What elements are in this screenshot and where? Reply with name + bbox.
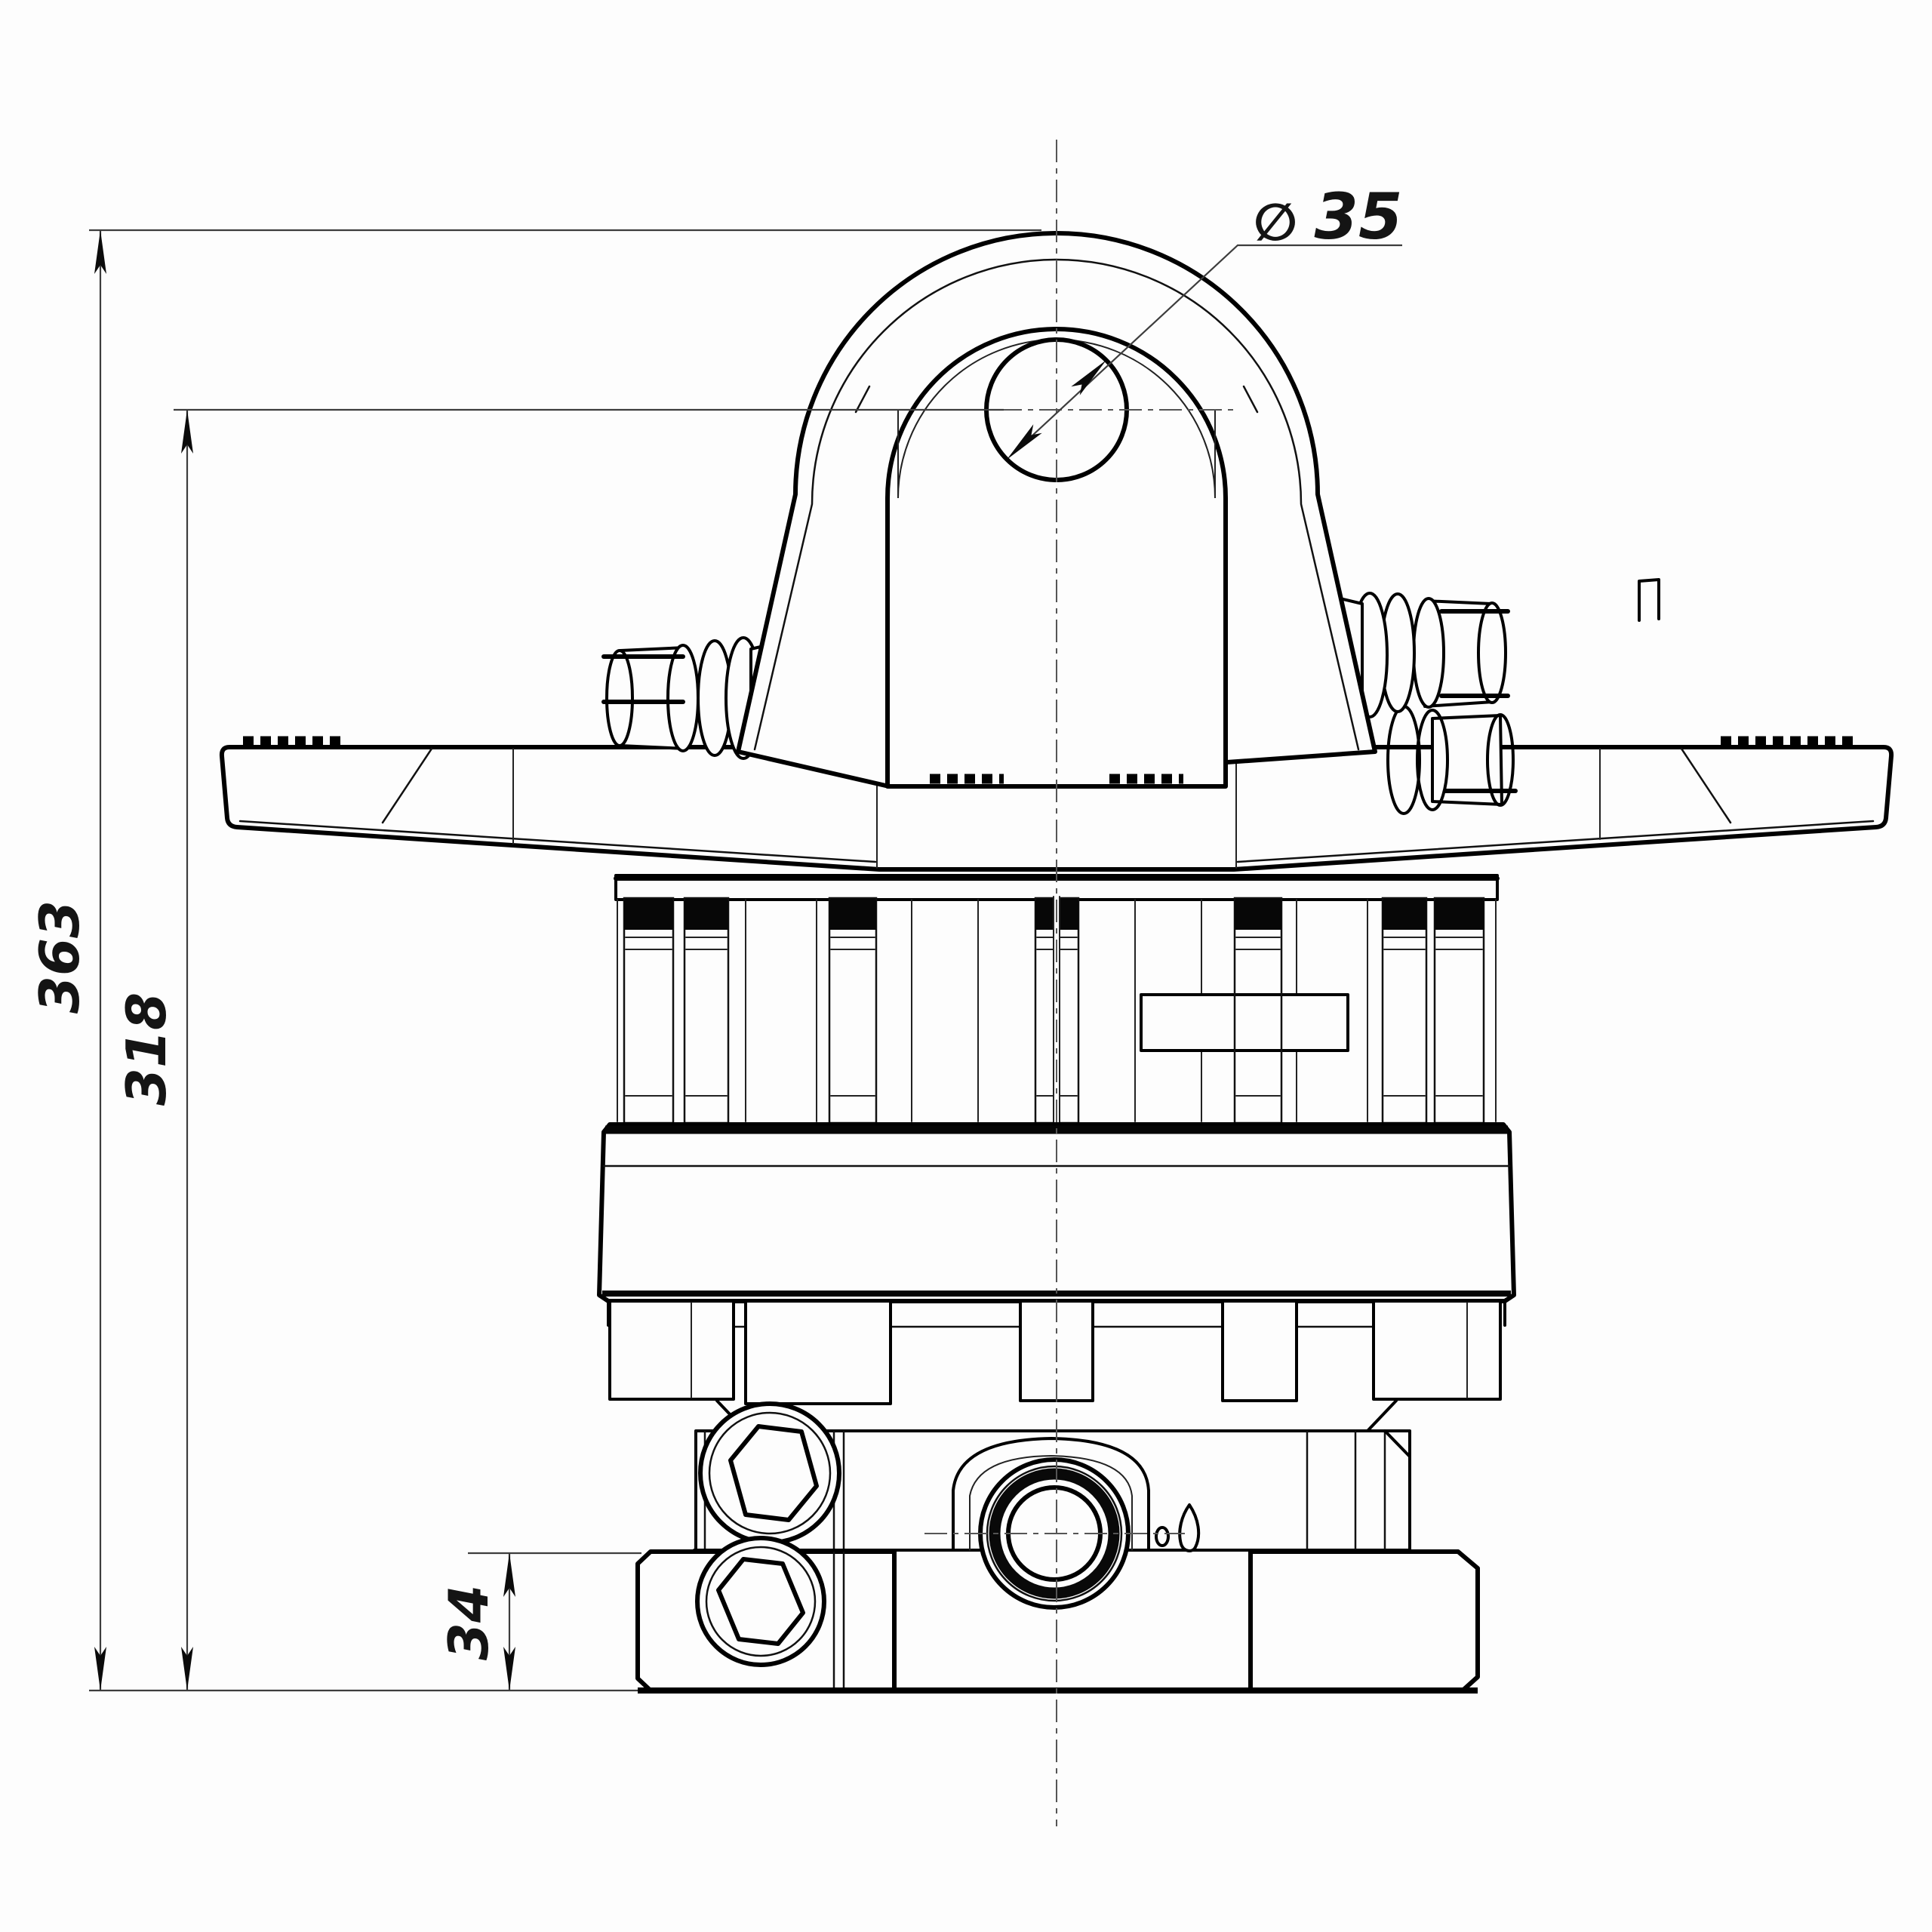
fitting-ring bbox=[1412, 597, 1445, 709]
fitting-cap bbox=[1486, 713, 1515, 807]
diameter-value-35: 35 bbox=[1315, 180, 1403, 254]
foot-right bbox=[1248, 1549, 1480, 1693]
fitting-ring bbox=[666, 644, 700, 752]
arrowhead-lower-left bbox=[1007, 424, 1042, 460]
stud bbox=[1233, 897, 1283, 1124]
arm-underside-line-left bbox=[238, 820, 877, 863]
arrowhead-upper-right bbox=[1071, 360, 1106, 395]
lower-housing bbox=[635, 1399, 1480, 1694]
fitting-cap bbox=[1477, 601, 1507, 704]
housing-right-edge bbox=[1383, 1429, 1411, 1550]
dimension-label-318: 318 bbox=[115, 992, 178, 1106]
hydraulic-fitting-right-upper bbox=[1313, 578, 1660, 718]
shackle-tick-right bbox=[1242, 385, 1259, 414]
arrowhead-up bbox=[181, 410, 193, 454]
arrowhead-down bbox=[503, 1647, 515, 1690]
dimension-pin-center-height: 318 bbox=[115, 408, 1004, 1690]
shackle-tick-left bbox=[854, 385, 871, 414]
arm-fold-right bbox=[1680, 747, 1732, 824]
detail-bump bbox=[1155, 1526, 1170, 1547]
dimension-label-34: 34 bbox=[437, 1585, 500, 1660]
stud bbox=[623, 897, 675, 1124]
fitting-cap bbox=[605, 649, 634, 747]
arrowhead-up bbox=[94, 230, 106, 274]
arm-underside-line-right bbox=[1236, 820, 1875, 863]
tie-bar bbox=[1140, 993, 1349, 1052]
recess-arch-inner bbox=[969, 1454, 1133, 1551]
fitting-ring bbox=[1416, 709, 1449, 811]
studs bbox=[623, 897, 1485, 1124]
dimension-base-height: 34 bbox=[437, 1552, 641, 1690]
dimension-label-363: 363 bbox=[28, 900, 91, 1014]
detail-teardrop bbox=[1178, 1503, 1201, 1552]
housing-right-seams bbox=[1306, 1429, 1386, 1550]
diameter-callout: ∅ 35 bbox=[1007, 180, 1402, 460]
hex-socket bbox=[728, 1424, 819, 1522]
castellated-ring bbox=[607, 1300, 1506, 1405]
ring-tab bbox=[1372, 1300, 1502, 1401]
stud bbox=[1433, 897, 1485, 1124]
ring-tab bbox=[1221, 1300, 1298, 1402]
arm-fold-left bbox=[381, 747, 433, 824]
arrowhead-down bbox=[181, 1647, 193, 1690]
arrowhead-down bbox=[94, 1647, 106, 1690]
arrowhead-up bbox=[503, 1553, 515, 1597]
diameter-symbol: ∅ bbox=[1254, 193, 1297, 253]
stud bbox=[1381, 897, 1428, 1124]
hex-socket bbox=[716, 1557, 805, 1646]
hex-bolt-upper bbox=[698, 1401, 841, 1545]
cage-center-split-lines bbox=[1053, 896, 1060, 1125]
recess-arch-outer bbox=[952, 1437, 1150, 1552]
fitting-bracket bbox=[1638, 578, 1660, 622]
stud bbox=[683, 897, 730, 1124]
dimension-overall-height: 363 bbox=[28, 229, 1041, 1692]
stud bbox=[828, 897, 878, 1124]
ring-tab bbox=[608, 1300, 735, 1401]
hex-bolt-lower bbox=[695, 1536, 826, 1667]
ring-tab bbox=[744, 1300, 892, 1405]
